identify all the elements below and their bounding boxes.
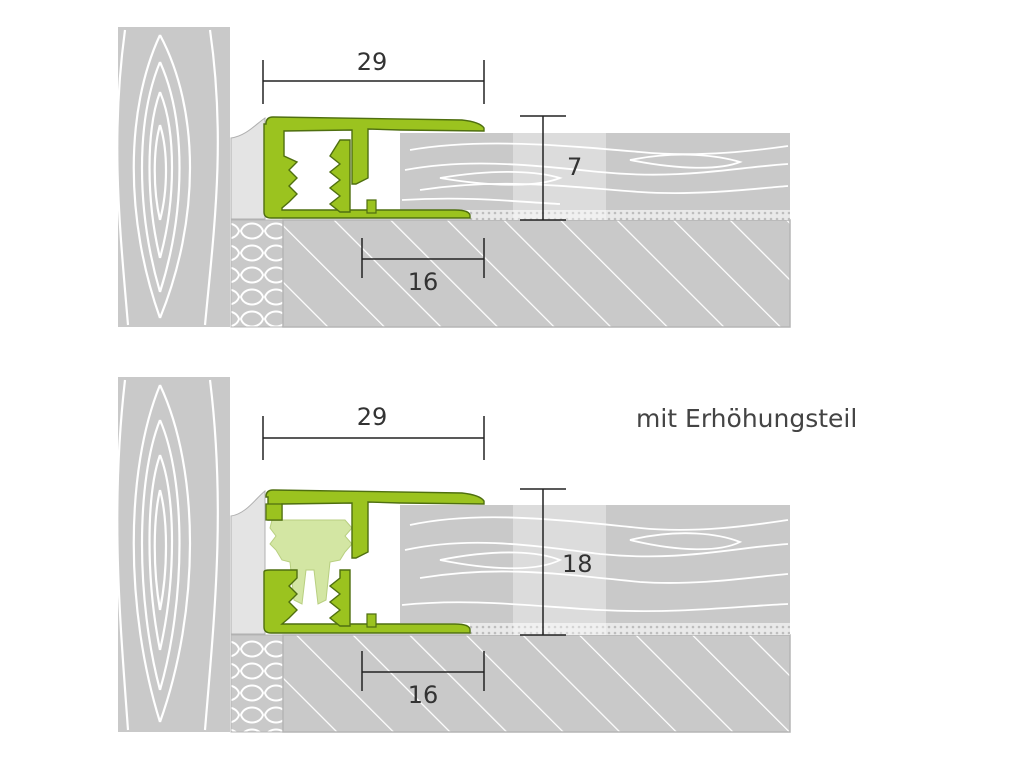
bottom-detail: 29 18 16	[116, 377, 791, 733]
gap-sealant	[230, 489, 266, 635]
floor-board	[400, 505, 790, 623]
height-label-top: 7	[567, 153, 582, 181]
wall-wood	[116, 27, 230, 327]
underlay	[470, 623, 790, 635]
width-label-bottom: 29	[357, 403, 388, 431]
base-dimension-bottom	[361, 651, 485, 691]
floor-board	[400, 133, 790, 210]
riser-caption: mit Erhöhungsteil	[636, 404, 858, 433]
screed	[282, 219, 791, 328]
base-label-bottom: 16	[408, 681, 439, 709]
wall-wood	[116, 377, 230, 732]
aluminium-profile	[263, 116, 485, 219]
gap-sealant	[230, 117, 266, 220]
width-dimension-bottom	[262, 416, 485, 460]
width-label-top: 29	[357, 48, 388, 76]
height-dimension-top	[520, 115, 566, 221]
base-label-top: 16	[408, 268, 439, 296]
base-dimension-top	[361, 238, 485, 278]
aluminium-profile	[263, 489, 485, 634]
width-dimension-top	[262, 60, 485, 104]
height-dimension-bottom	[520, 488, 566, 636]
insulation-strip	[230, 634, 284, 733]
insulation-strip	[230, 219, 284, 328]
riser-insert	[269, 519, 353, 605]
height-label-bottom: 18	[562, 550, 593, 578]
underlay	[470, 210, 790, 220]
top-detail: 29 7 16	[116, 27, 791, 328]
screed	[282, 634, 791, 733]
